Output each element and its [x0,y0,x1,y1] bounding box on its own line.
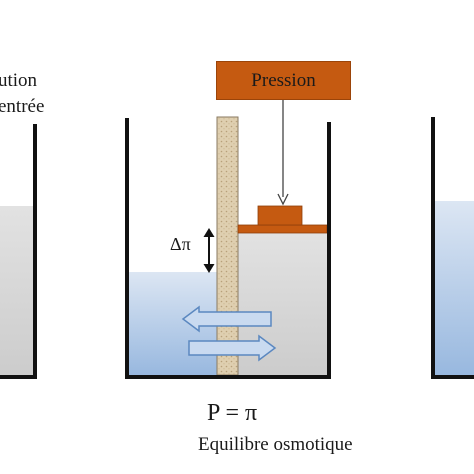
left-label-line1: ution [0,70,38,91]
equation-label: P = π [207,400,258,426]
left-container [0,124,37,379]
caption: Equilibre osmotique [198,434,353,455]
arrow-left-icon [181,305,272,333]
right-container [431,117,474,379]
delta-pi-label: Δπ [170,234,191,254]
pressure-label: Pression [251,69,316,91]
double-arrow-icon [203,228,215,273]
piston-plate [237,224,328,234]
left-label-line2: entrée [0,96,45,117]
piston-weight [257,205,303,226]
pressure-label-box: Pression [216,61,351,100]
arrow-right-icon [188,334,277,362]
semi-permeable-membrane [216,116,239,376]
left-liquid [0,206,33,376]
down-arrow-icon [277,100,289,206]
middle-container [125,100,331,379]
right-liquid [435,201,474,375]
